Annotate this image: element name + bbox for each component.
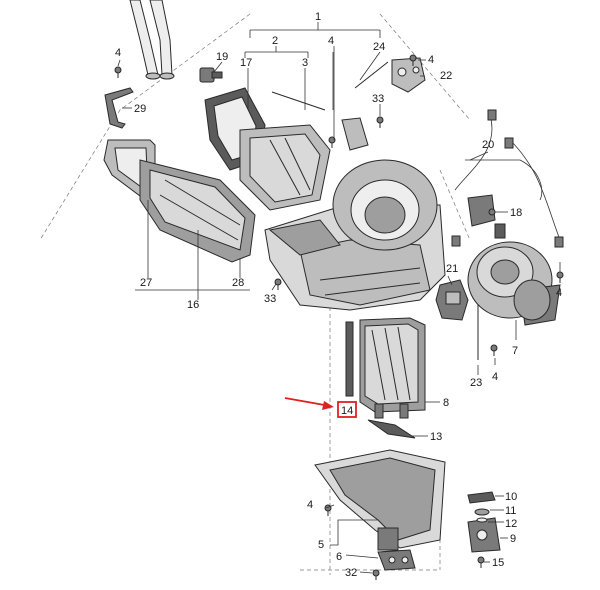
label-32: 32: [345, 567, 357, 579]
label-33-top: 33: [372, 93, 384, 105]
label-3: 3: [302, 57, 308, 69]
label-8: 8: [443, 397, 449, 409]
seal-12: [476, 517, 488, 523]
label-4-blower: 4: [556, 287, 562, 299]
label-4-left: 4: [115, 47, 121, 59]
screw-15: [477, 556, 485, 568]
lower-housing-5: [314, 449, 446, 551]
air-hose-pipes: [129, 0, 175, 80]
screw-4d: [556, 271, 564, 283]
label-20: 20: [482, 139, 494, 151]
drain-6: [377, 549, 416, 571]
label-14: 14: [341, 405, 353, 417]
part-labels: 1 2 3 4 24 4 19 17 4 22 33 29 20 18 21 4…: [115, 11, 562, 579]
label-33-left: 33: [264, 293, 276, 305]
actuator-19: [199, 67, 223, 83]
heater-core-8: [359, 317, 426, 419]
label-13: 13: [430, 431, 442, 443]
screw-32: [372, 569, 380, 580]
bracket-29: [104, 87, 134, 129]
label-28: 28: [232, 277, 244, 289]
label-10: 10: [505, 491, 517, 503]
label-19: 19: [216, 51, 228, 63]
assembly-guides: [39, 13, 471, 575]
dust-filter-28: [139, 159, 256, 263]
bracket-10: [467, 491, 496, 504]
mount-22: [391, 57, 426, 93]
rod-24: [354, 61, 389, 89]
label-6: 6: [336, 551, 342, 563]
screw-33b: [274, 278, 282, 290]
sensor-harness-20: [451, 109, 564, 248]
seal-11: [474, 508, 490, 516]
blower-motor-7: [467, 241, 561, 326]
label-17: 17: [240, 57, 252, 69]
screw-33a: [376, 116, 384, 128]
rod-3: [271, 91, 326, 111]
resistor-18: [467, 194, 506, 239]
screws: [114, 54, 564, 580]
valve-9: [467, 517, 501, 553]
label-15: 15: [492, 557, 504, 569]
screw-4b: [328, 136, 336, 148]
clamp-13: [367, 419, 416, 439]
label-24: 24: [373, 41, 385, 53]
label-27: 27: [140, 277, 152, 289]
label-21: 21: [446, 263, 458, 275]
label-4-lower: 4: [492, 371, 498, 383]
actuator-21: [435, 279, 469, 321]
label-22: 22: [440, 70, 452, 82]
screw-4e: [490, 344, 498, 356]
highlight-box: [337, 401, 357, 418]
label-18: 18: [510, 207, 522, 219]
label-5: 5: [318, 539, 324, 551]
label-1: 1: [315, 11, 321, 23]
label-12: 12: [505, 518, 517, 530]
screw-4a: [114, 66, 122, 78]
label-4-bottom: 4: [307, 499, 313, 511]
screw-18: [488, 208, 496, 216]
label-16: 16: [187, 299, 199, 311]
label-23: 23: [470, 377, 482, 389]
highlight-arrow: [284, 397, 334, 410]
heater-housing-1: [264, 117, 446, 311]
label-4-top: 4: [328, 35, 334, 47]
label-7: 7: [512, 345, 518, 357]
label-29: 29: [134, 103, 146, 115]
label-11: 11: [505, 505, 516, 517]
label-2: 2: [272, 35, 278, 47]
label-4-right: 4: [428, 54, 434, 66]
label-9: 9: [510, 533, 516, 545]
leader-lines: [117, 22, 561, 574]
screw-4c: [409, 54, 417, 66]
rod-14: [345, 321, 354, 397]
cover-3: [239, 124, 331, 211]
